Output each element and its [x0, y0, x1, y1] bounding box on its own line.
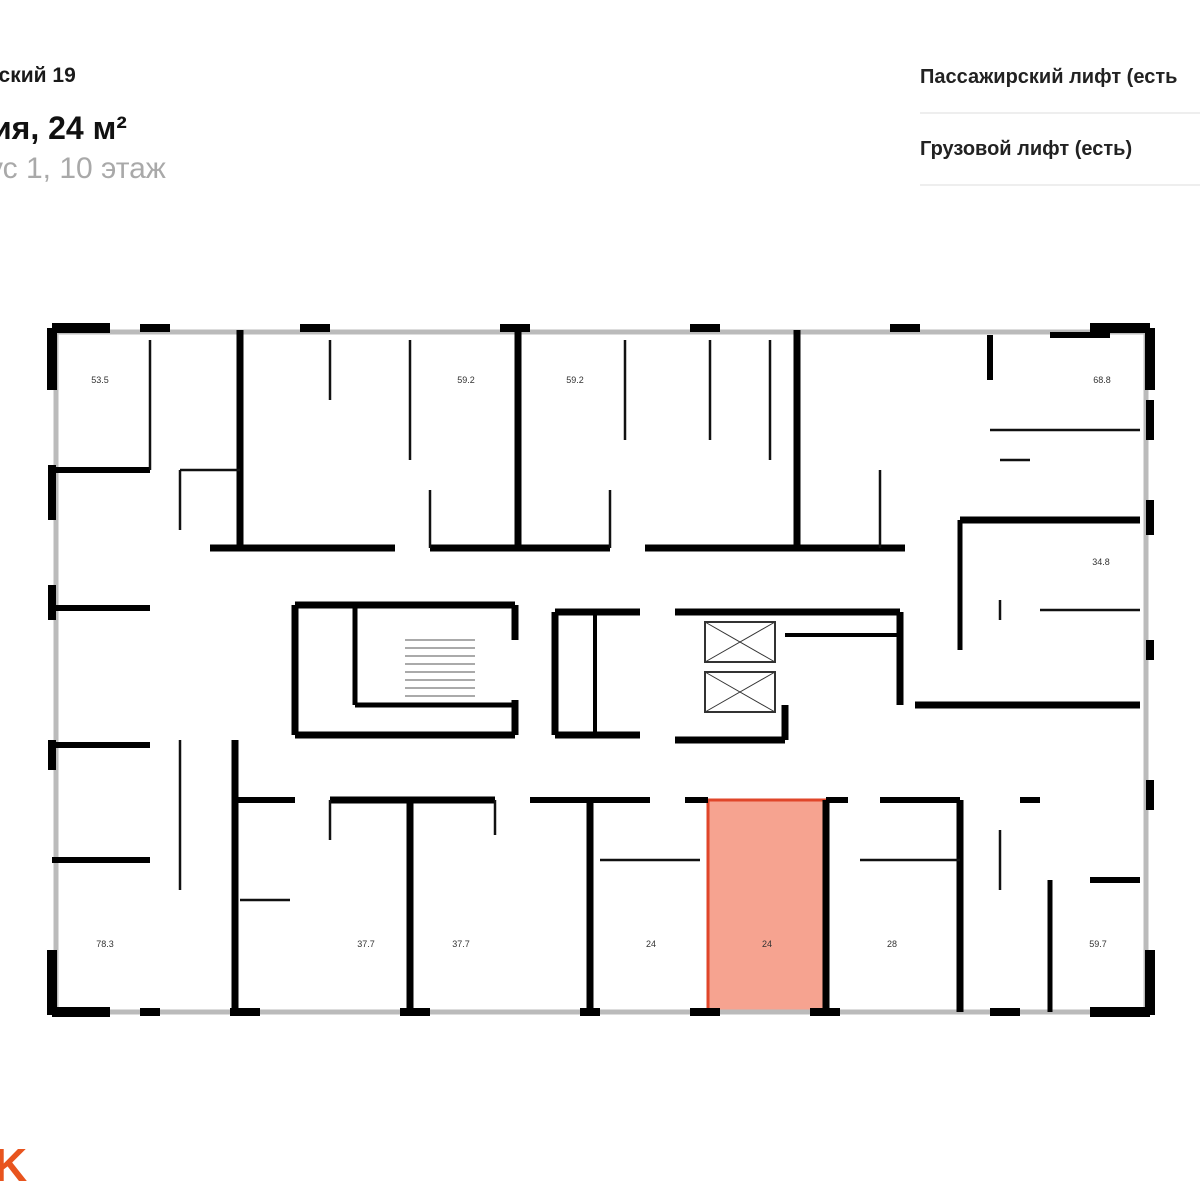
unit-area-label[interactable]: 59.2	[457, 375, 475, 385]
unit-area-label[interactable]: 37.7	[357, 939, 375, 949]
elevator-shaft	[704, 621, 776, 663]
elevator-cross	[704, 671, 776, 713]
unit-area-label[interactable]: 53.5	[91, 375, 109, 385]
divider	[920, 112, 1200, 114]
unit-area-label[interactable]: 34.8	[1092, 557, 1110, 567]
unit-area-label[interactable]: 28	[887, 939, 897, 949]
divider	[920, 184, 1200, 186]
unit-area-label[interactable]: 37.7	[452, 939, 470, 949]
project-name: оский 19	[0, 64, 76, 87]
selected-unit-area-label[interactable]: 24	[762, 939, 772, 949]
brand-logo: K	[0, 1139, 28, 1191]
unit-area-label[interactable]: 24	[646, 939, 656, 949]
unit-title: ия, 24 м²	[0, 110, 127, 146]
freight-lift-feature: Грузовой лифт (есть)	[920, 138, 1133, 160]
unit-area-label[interactable]: 59.7	[1089, 939, 1107, 949]
unit-location: ус 1, 10 этаж	[0, 152, 166, 185]
unit-area-label[interactable]: 59.2	[566, 375, 584, 385]
elevator-cross	[704, 621, 776, 663]
facade-outline	[53, 329, 1149, 1015]
selected-unit-highlight[interactable]	[706, 798, 828, 1014]
unit-area-label[interactable]: 78.3	[96, 939, 114, 949]
passenger-lift-feature: Пассажирский лифт (есть	[920, 66, 1178, 88]
unit-area-label[interactable]: 68.8	[1093, 375, 1111, 385]
elevator-shaft	[704, 671, 776, 713]
